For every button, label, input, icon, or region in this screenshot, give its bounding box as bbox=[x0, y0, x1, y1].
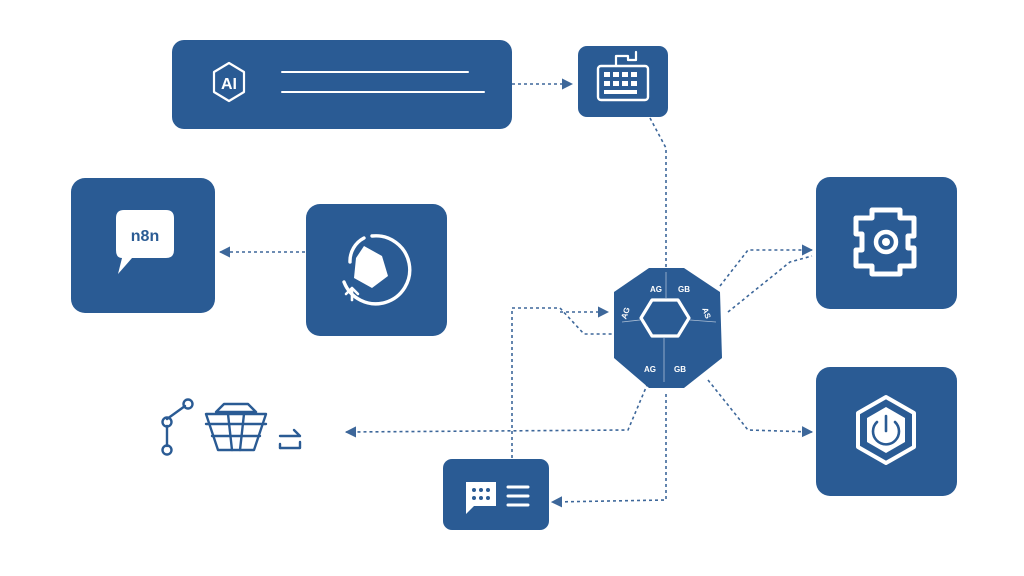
hub-label-2: GB bbox=[678, 285, 690, 294]
gear-node[interactable] bbox=[816, 177, 957, 309]
edge-hub-to-power bbox=[707, 379, 814, 438]
hexagon-hub-icon bbox=[639, 298, 691, 338]
list-card-icon bbox=[466, 482, 530, 514]
n8n-label: n8n bbox=[131, 228, 159, 245]
edge-hub-to-workflow bbox=[344, 377, 651, 438]
workflow-graph-icon[interactable] bbox=[161, 398, 194, 456]
edge-hub-to-list bbox=[550, 394, 667, 508]
power-hexagon-icon bbox=[856, 395, 916, 465]
hub-node[interactable]: AG GB AG AS AG GB bbox=[614, 268, 722, 388]
hub-label-5: AG bbox=[644, 365, 656, 374]
edge-left-to-hub bbox=[511, 307, 612, 458]
list-node[interactable] bbox=[443, 459, 549, 530]
swap-arrows-icon[interactable] bbox=[278, 428, 302, 450]
keyboard-node[interactable] bbox=[578, 46, 668, 117]
ai-header-node[interactable]: AI bbox=[172, 40, 512, 129]
ai-badge-label: AI bbox=[221, 76, 237, 93]
basket-icon[interactable] bbox=[204, 402, 268, 452]
ai-hexagon-badge-icon: AI bbox=[212, 61, 246, 103]
hub-label-4: AS bbox=[700, 306, 712, 320]
refresh-node[interactable] bbox=[306, 204, 447, 336]
hub-label-1: AG bbox=[650, 285, 662, 294]
edge-keyboard-to-hub bbox=[649, 117, 667, 272]
power-node[interactable] bbox=[816, 367, 957, 496]
circular-arrow-icon bbox=[342, 234, 412, 306]
hub-label-3: AG bbox=[619, 306, 632, 320]
edges bbox=[218, 78, 814, 508]
chat-bubble-icon: n8n bbox=[116, 210, 174, 274]
edge-hub-to-gear-2 bbox=[727, 255, 813, 313]
hub-label-6: GB bbox=[674, 365, 686, 374]
keyboard-grid-icon bbox=[596, 50, 650, 102]
gear-icon bbox=[853, 207, 917, 277]
n8n-node[interactable]: n8n bbox=[71, 178, 215, 313]
